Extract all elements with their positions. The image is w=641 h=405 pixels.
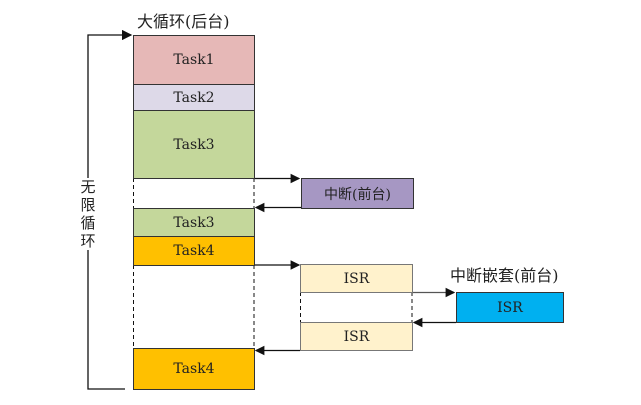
interrupt-block: 中断(前台) [301,178,414,209]
infinite-loop-label: 无限循环 [80,178,96,250]
task3-resume-block: Task3 [133,208,255,237]
background-loop-title: 大循环(后台) [137,12,230,31]
task2-block: Task2 [133,84,255,111]
task4-block: Task4 [133,236,255,266]
isr-resume-block: ISR [300,322,413,351]
task3-block: Task3 [133,110,255,179]
dashed-gaps [133,178,413,348]
nested-interrupt-label: 中断嵌套(前台) [450,266,559,285]
task4-resume-block: Task4 [133,348,255,390]
task1-block: Task1 [133,35,255,85]
nested-isr-block: ISR [456,292,564,323]
isr-block: ISR [300,264,413,293]
